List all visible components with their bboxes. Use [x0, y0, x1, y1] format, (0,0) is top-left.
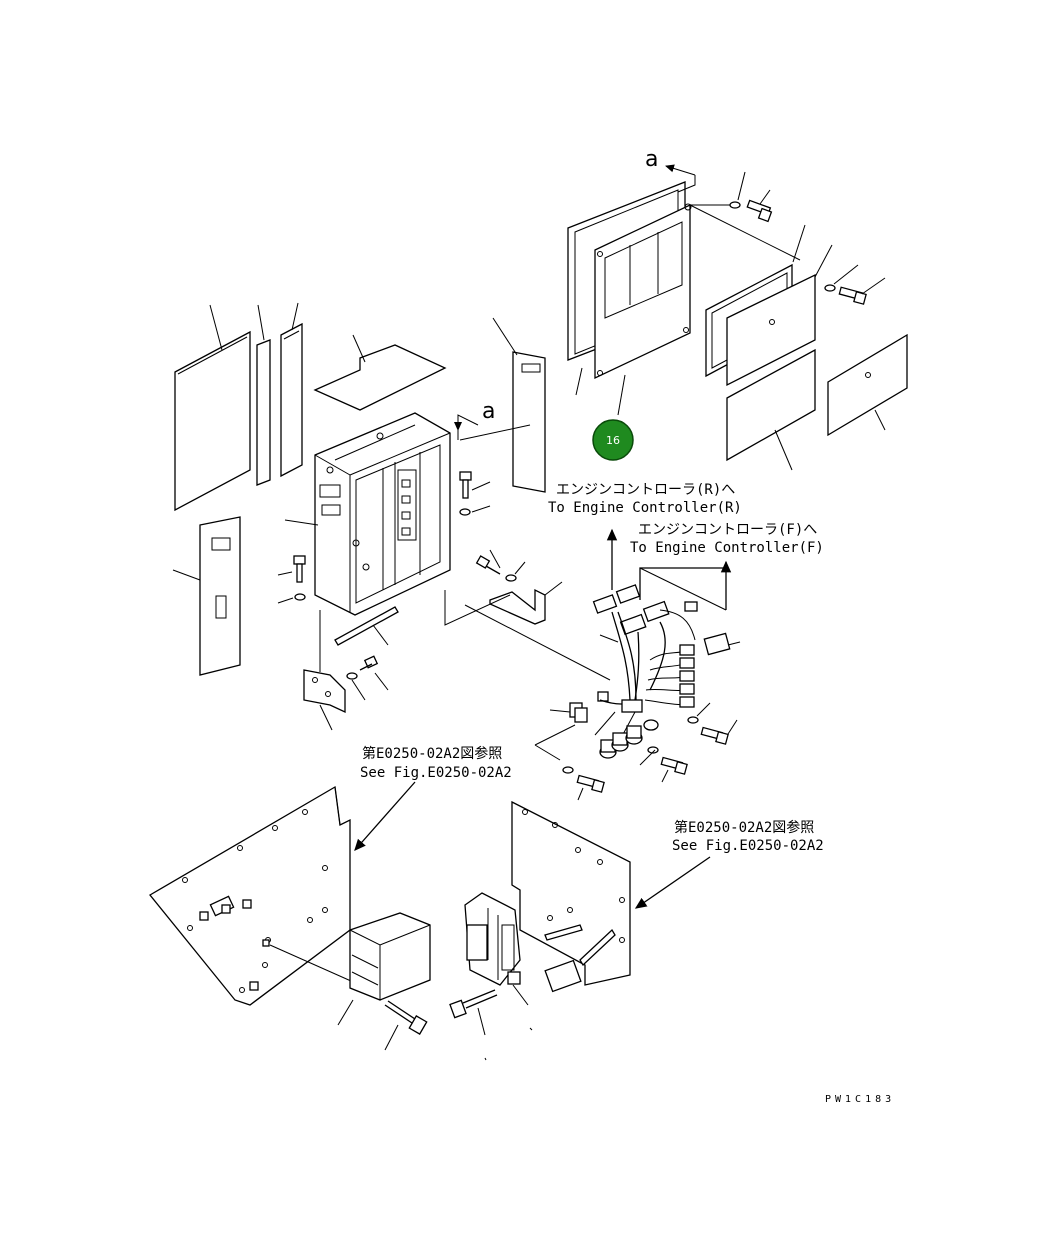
sheet-right — [827, 333, 908, 437]
top-cover-plate — [313, 334, 447, 411]
wire-harness — [534, 584, 741, 766]
bolt-box-right — [459, 471, 491, 516]
bolt-top — [746, 189, 773, 223]
seal-strip-2 — [280, 302, 303, 478]
view-label-top: a — [645, 147, 658, 172]
engine-f-label-en: To Engine Controller(F) — [630, 540, 824, 556]
callout-16[interactable]: 16 — [592, 419, 634, 461]
engine-f-label-jp: エンジンコントローラ(F)へ — [638, 522, 817, 538]
long-bolt-left — [384, 1000, 428, 1051]
view-label-left: a — [482, 399, 495, 424]
engine-r-label-en: To Engine Controller(R) — [548, 500, 742, 516]
washer-right — [824, 264, 859, 292]
controller-box — [284, 412, 451, 616]
view-marker-left: a — [454, 399, 495, 440]
ref-left-arrow — [354, 781, 416, 851]
controller-unit-right — [464, 892, 529, 1006]
bolt-right — [838, 277, 886, 305]
rubber-strip — [334, 606, 399, 646]
relay-module-left — [337, 912, 431, 1026]
ref-left-jp: 第E0250-02A2図参照 — [362, 745, 502, 762]
bolt-bracket-left — [346, 655, 389, 701]
callout-16-label: 16 — [606, 434, 620, 447]
left-cover-panel — [174, 304, 251, 512]
washer-top — [729, 171, 746, 209]
bolt-middle — [475, 549, 526, 582]
bolt-box-left — [277, 555, 306, 604]
engine-r-label-jp: エンジンコントローラ(R)へ — [556, 482, 735, 498]
cover-right — [726, 244, 833, 387]
harness-bolts — [562, 702, 738, 801]
ref-right-arrow — [634, 856, 711, 909]
mount-plate-right — [511, 800, 631, 993]
seal-strip-1 — [256, 304, 271, 486]
ref-right-en: See Fig.E0250-02A2 — [672, 838, 824, 854]
long-bolt-right — [449, 989, 498, 1036]
front-panel-with-slots — [172, 516, 241, 676]
drawing-code: PW1C183 — [825, 1094, 895, 1105]
view-marker-top: a — [645, 147, 696, 193]
ref-right-jp: 第E0250-02A2図参照 — [674, 819, 814, 836]
mount-plate-left — [149, 785, 361, 1006]
side-panel — [459, 317, 546, 493]
mount-bracket-left — [303, 610, 346, 731]
cover-plate-window — [594, 203, 692, 416]
sheet-lower — [726, 348, 816, 471]
mount-bracket-right — [489, 581, 563, 625]
ref-left-en: See Fig.E0250-02A2 — [360, 765, 512, 781]
arrow-to-engine-f-path — [639, 565, 727, 600]
